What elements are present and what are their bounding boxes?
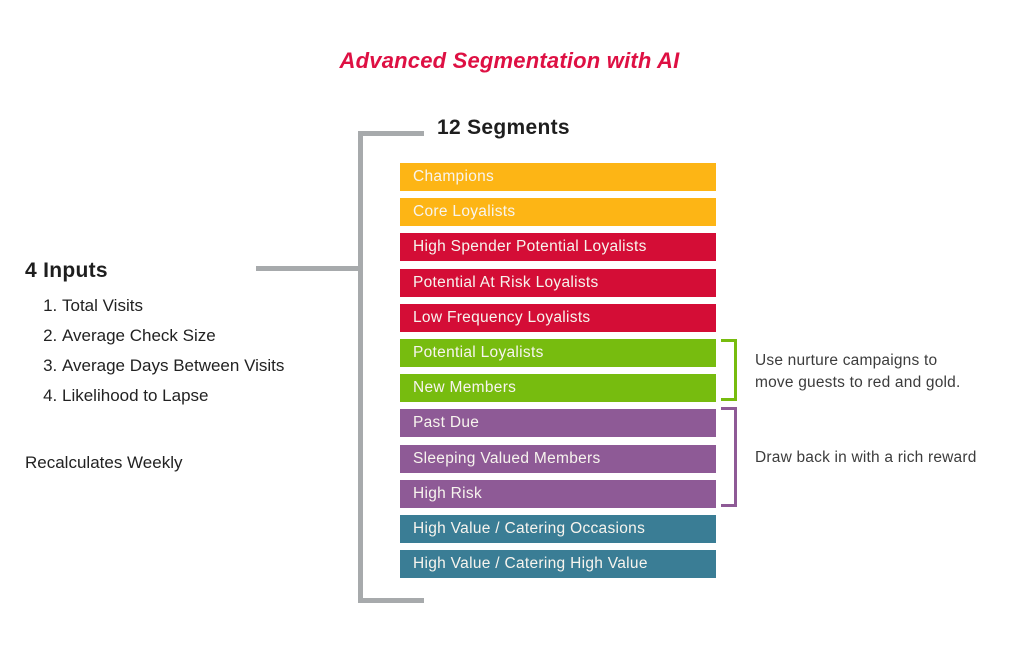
segment-label: Potential Loyalists: [413, 344, 544, 361]
segment-bar: High Risk: [400, 480, 716, 508]
segment-bar: Sleeping Valued Members: [400, 445, 716, 473]
winback-annotation: Draw back in with a rich reward: [755, 449, 977, 466]
segment-label: High Value / Catering Occasions: [413, 520, 646, 537]
segment-label: Potential At Risk Loyalists: [413, 274, 599, 291]
nurture-annotation: Use nurture campaigns to move guests to …: [755, 350, 961, 394]
nurture-annotation-line1: Use nurture campaigns to: [755, 352, 938, 369]
input-item: Average Days Between Visits: [62, 351, 284, 381]
inputs-footnote: Recalculates Weekly: [25, 453, 183, 472]
nurture-annotation-line2: move guests to red and gold.: [755, 374, 961, 391]
segment-bar: Low Frequency Loyalists: [400, 304, 716, 332]
segment-bar: High Value / Catering Occasions: [400, 515, 716, 543]
segment-bar: Potential Loyalists: [400, 339, 716, 367]
segment-bar: High Value / Catering High Value: [400, 550, 716, 578]
segment-label: Champions: [413, 168, 495, 185]
segment-label: High Risk: [413, 485, 483, 502]
input-item: Likelihood to Lapse: [62, 381, 284, 411]
segment-label: Core Loyalists: [413, 203, 516, 220]
input-item: Total Visits: [62, 291, 284, 321]
segments-bracket: [358, 131, 424, 603]
segment-bar: New Members: [400, 374, 716, 402]
nurture-bracket: [721, 339, 737, 401]
segment-label: Past Due: [413, 414, 480, 431]
inputs-list: Total VisitsAverage Check SizeAverage Da…: [25, 291, 284, 411]
segments-heading: 12 Segments: [437, 116, 570, 139]
segment-label: High Value / Catering High Value: [413, 555, 648, 572]
input-item: Average Check Size: [62, 321, 284, 351]
segment-bar: High Spender Potential Loyalists: [400, 233, 716, 261]
segment-bar: Potential At Risk Loyalists: [400, 269, 716, 297]
segment-bar: Past Due: [400, 409, 716, 437]
segment-label: Sleeping Valued Members: [413, 450, 601, 467]
segment-bar: Champions: [400, 163, 716, 191]
diagram-title: Advanced Segmentation with AI: [339, 48, 680, 73]
segment-label: High Spender Potential Loyalists: [413, 238, 647, 255]
inputs-heading: 4 Inputs: [25, 259, 108, 282]
segment-label: Low Frequency Loyalists: [413, 309, 591, 326]
inputs-connector-line: [256, 266, 358, 271]
segment-label: New Members: [413, 379, 517, 396]
segment-bar: Core Loyalists: [400, 198, 716, 226]
winback-bracket: [721, 407, 737, 507]
